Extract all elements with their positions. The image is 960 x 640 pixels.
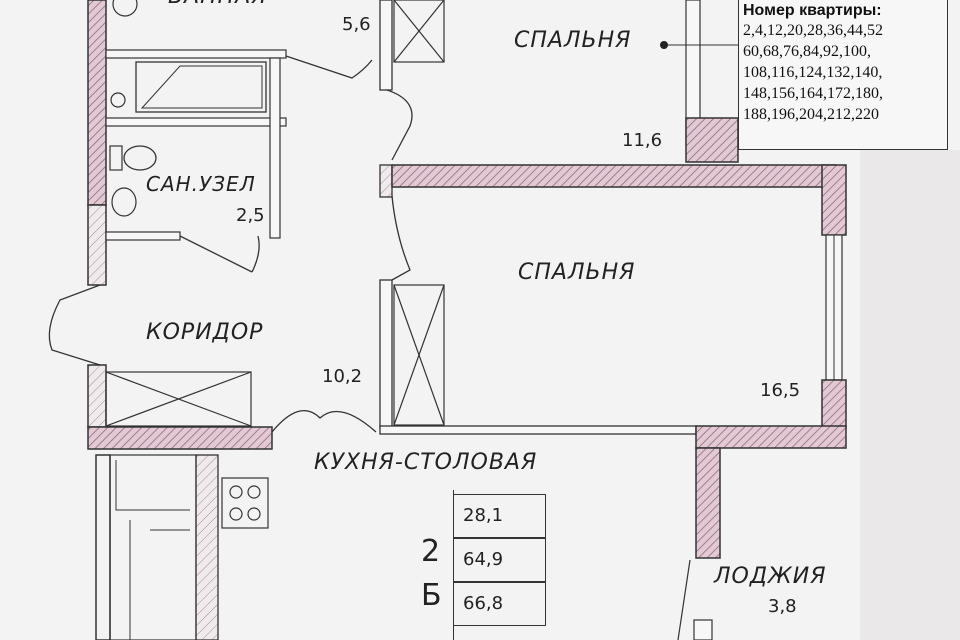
room-label-wc: САН.УЗЕЛ [146,172,256,196]
corridor-door-swing-2 [391,195,411,281]
legend-line: 148,156,164,172,180, [743,85,883,102]
wall-bedroom-right-top [821,164,847,236]
area-label-bedroom-top: 11,6 [622,130,663,151]
area-label-bath: 5,6 [342,14,371,35]
wall-top-bedroom-corner [685,117,739,163]
room-label-bedroom-top: СПАЛЬНЯ [514,28,632,53]
bath-partition-mid [105,117,287,127]
wc-sink-icon [111,187,137,217]
wc-partition-bottom [105,231,181,241]
legend-line: 108,116,124,132,140, [743,64,883,81]
legend-title: Номер квартиры: [743,2,882,19]
loggia-window-line [677,559,691,640]
room-label-bedroom-main: СПАЛЬНЯ [518,260,636,285]
kitchen-door [271,410,377,433]
total-area-value: 64,9 [463,549,504,570]
wall-bedroom-right-bottom [821,379,847,429]
partition-central-low [379,279,393,429]
room-label-loggia: ЛОДЖИЯ [714,564,827,589]
apartment-type: 2 Б [415,490,454,640]
bath-door [285,55,373,79]
area-label-wc: 2,5 [236,205,265,226]
kitchen-counter-detail [115,460,190,640]
area-label-corridor: 10,2 [322,366,363,387]
wardrobe-bedroom [393,284,445,426]
wardrobe-top [393,0,445,63]
partition-central-top [379,0,393,91]
apartment-numbers-legend: Номер квартиры: 2,4,12,20,28,36,44,52 60… [738,0,948,150]
summary-cell-living-area: 28,1 [453,494,546,538]
wall-loggia-top [695,425,847,449]
wall-loggia-left [695,447,721,559]
outer-wall-left-mid [87,204,107,286]
kitchen-wall-stub [195,454,219,640]
wall-bedroom-kitchen [379,425,697,435]
loggia-stub [693,619,713,640]
label-leader-dot [660,41,668,49]
top-sink-icon [112,0,138,17]
bathtub-inner [140,65,263,109]
apartment-type-number: 2 [421,534,441,569]
bath-partition-top [105,49,287,59]
area-label-bedroom-main: 16,5 [760,380,801,401]
partition-central-mid [379,164,393,198]
background-right-zone [860,150,960,640]
summary-cell-total-with-loggia: 66,8 [453,582,546,626]
wardrobe-corridor [105,371,252,427]
bath-partition-vert [269,57,281,239]
outer-wall-left-bottom [95,454,111,640]
wc-door [179,235,260,273]
wall-bedrooms [391,164,837,188]
wall-corridor-kitchen [87,426,273,450]
sink-icon-bath [110,92,126,108]
living-area-value: 28,1 [463,505,504,526]
summary-cell-total-area: 64,9 [453,538,546,582]
legend-line: 188,196,204,212,220 [743,106,879,123]
stove-icon [221,477,269,529]
outer-wall-left-low [87,364,107,428]
corridor-door-swing-1 [379,87,413,161]
room-label-kitchen: КУХНЯ-СТОЛОВАЯ [314,450,538,475]
toilet-tank-icon [109,145,123,171]
toilet-icon [123,145,157,171]
area-summary-table: 2 Б 28,1 64,9 66,8 [415,490,546,640]
room-label-corridor: КОРИДОР [146,320,264,345]
legend-line: 60,68,76,84,92,100, [743,43,871,60]
bathtub [135,61,267,113]
room-label-bath: ВАННАЯ [168,0,268,9]
apartment-type-letter: Б [421,578,442,613]
entrance-door [48,284,101,366]
outer-wall-left-top [87,0,107,206]
legend-line: 2,4,12,20,28,36,44,52 [743,22,883,39]
total-with-loggia-value: 66,8 [463,593,504,614]
area-label-loggia: 3,8 [768,596,797,617]
kitchen-counter [109,454,197,640]
